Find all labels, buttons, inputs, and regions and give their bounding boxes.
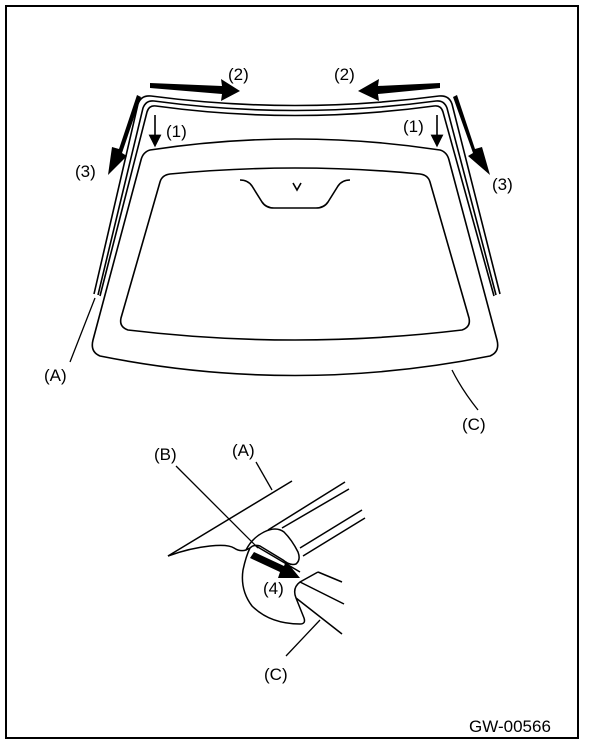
label-step2-left: (2) bbox=[228, 65, 249, 84]
figure-frame bbox=[5, 5, 579, 739]
detail-cross-section bbox=[167, 480, 366, 635]
arrow-step2-right bbox=[358, 79, 440, 101]
clip-edge bbox=[255, 545, 301, 573]
molding-rail-upper bbox=[299, 509, 363, 549]
leader-c-upper bbox=[451, 369, 479, 411]
label-part-c-lower: (C) bbox=[264, 665, 288, 684]
label-part-a-lower: (A) bbox=[232, 441, 255, 460]
label-step1-left: (1) bbox=[166, 122, 187, 141]
arrow-step4 bbox=[250, 552, 300, 578]
leader-b bbox=[175, 465, 259, 549]
glass-edge-bottom bbox=[295, 597, 343, 635]
leader-c-lower bbox=[285, 619, 321, 657]
arrow-step3-left bbox=[108, 95, 141, 175]
label-step3-left: (3) bbox=[75, 162, 96, 181]
figure-code: GW-00566 bbox=[469, 717, 551, 736]
molding-edge-top bbox=[167, 480, 293, 557]
arrow-step3-right bbox=[453, 95, 490, 175]
label-part-b: (B) bbox=[154, 445, 177, 464]
press-arrows bbox=[148, 115, 444, 148]
molding bbox=[93, 95, 501, 297]
leader-lines-lower bbox=[175, 461, 321, 657]
arrow-step2-left bbox=[150, 79, 240, 101]
molding-rail-lower bbox=[302, 517, 366, 557]
leader-lines-upper bbox=[69, 297, 479, 411]
label-step3-right: (3) bbox=[492, 175, 513, 194]
label-step4: (4) bbox=[263, 579, 284, 598]
label-step1-right: (1) bbox=[403, 117, 424, 136]
leader-a-lower bbox=[255, 461, 273, 491]
label-part-a-upper: (A) bbox=[44, 366, 67, 385]
leader-a-upper bbox=[69, 297, 96, 363]
label-step2-right: (2) bbox=[334, 65, 355, 84]
windshield-glass bbox=[91, 138, 499, 377]
install-arrows bbox=[108, 79, 490, 175]
label-part-c-upper: (C) bbox=[462, 415, 486, 434]
glass-edge-top bbox=[299, 581, 345, 605]
